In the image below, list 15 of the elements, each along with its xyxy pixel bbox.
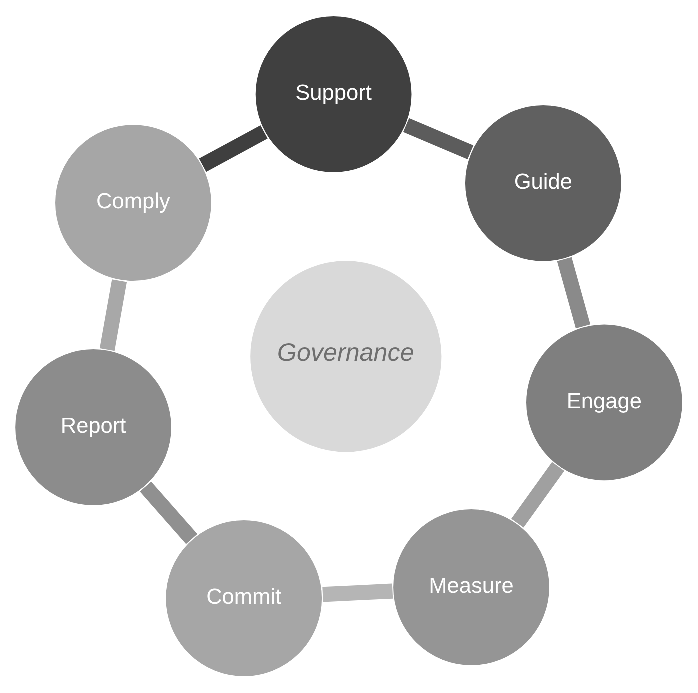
node-circle: Report bbox=[14, 348, 174, 508]
connector bbox=[512, 462, 565, 528]
node-circle: Governance bbox=[248, 259, 444, 454]
connector bbox=[403, 118, 474, 160]
connector bbox=[100, 280, 128, 352]
connector bbox=[557, 257, 591, 329]
node-circle: Comply bbox=[54, 123, 214, 283]
node-circle: Guide bbox=[464, 104, 624, 264]
connector bbox=[199, 126, 268, 172]
connector bbox=[322, 584, 394, 602]
node-circle: Engage bbox=[524, 323, 684, 482]
connector bbox=[140, 482, 198, 544]
node-circle: Commit bbox=[164, 518, 324, 678]
node-circle: Support bbox=[254, 14, 414, 174]
node-circle: Measure bbox=[392, 508, 552, 668]
